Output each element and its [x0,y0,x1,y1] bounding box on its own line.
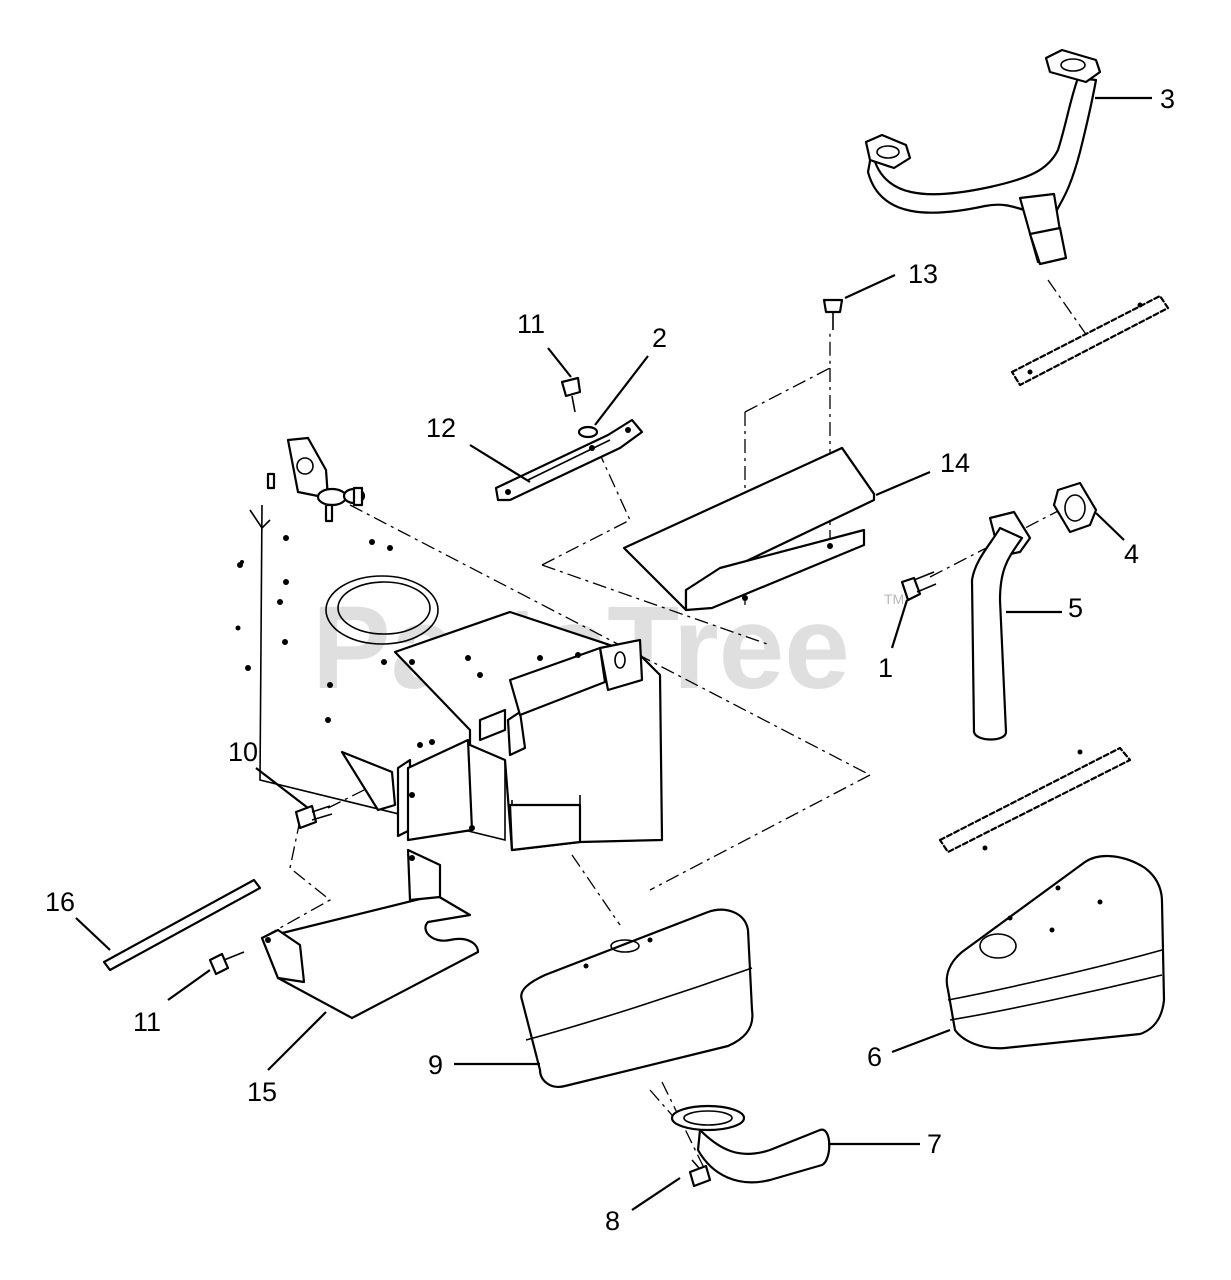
part-10-bolt [294,804,333,830]
part-13-screw [822,298,844,330]
part-7-tail-pipe [670,1104,831,1184]
callout-11-lower: 11 [133,1007,161,1037]
callout-6: 6 [867,1042,882,1072]
part-8-screw [688,1159,712,1188]
callout-5: 5 [1068,593,1083,623]
callout-4: 4 [1124,539,1139,569]
part-9-muffler [520,908,754,1088]
callout-labels: 3 13 11 2 12 14 4 5 1 10 16 11 15 9 6 7 … [45,84,1175,1236]
callout-15: 15 [247,1077,277,1107]
part-16-strip [102,878,262,972]
part-11-screw-lower [208,951,245,976]
callout-11-top: 11 [517,309,545,339]
part-5-exhaust-elbow [970,510,1032,741]
part-1-bolt [900,571,937,602]
part-3-exhaust-manifold [864,48,1170,387]
callout-3: 3 [1160,84,1175,114]
part-4-gasket [1052,481,1098,534]
part-6-muffler [938,746,1166,1050]
callout-9: 9 [428,1050,443,1080]
part-2-washer [577,425,599,439]
callout-13: 13 [908,259,938,289]
part-11-screw-top [560,376,582,413]
callout-10: 10 [228,737,258,767]
part-14-heat-shield [622,446,876,612]
callout-1: 1 [878,653,893,683]
callout-2: 2 [652,323,667,353]
leader-lines [75,96,1152,1211]
part-15-lower-shield [260,848,480,1020]
callout-7: 7 [927,1129,942,1159]
callout-16: 16 [45,887,75,917]
callout-8: 8 [605,1206,620,1236]
callout-12: 12 [426,413,456,443]
main-frame [235,436,664,852]
assembly-lines [261,279,1091,1171]
part-12-bracket [494,418,644,502]
callout-14: 14 [940,448,970,478]
watermark-trademark: TM [884,591,904,607]
